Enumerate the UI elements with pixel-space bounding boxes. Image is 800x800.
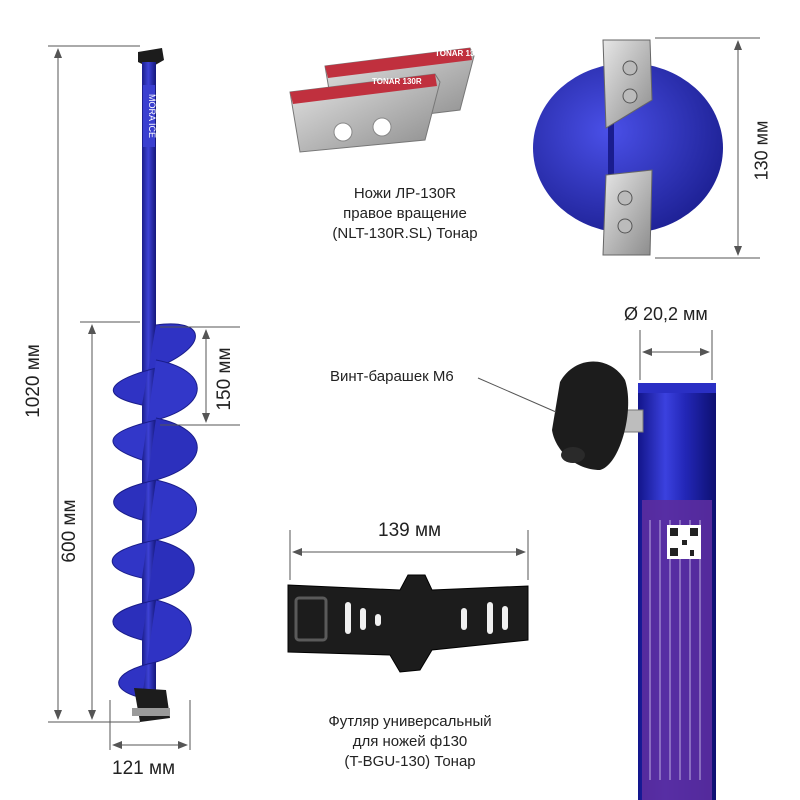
knives-caption-line-3: (NLT-130R.SL) Тонар	[332, 225, 478, 242]
blade-holder	[134, 688, 170, 722]
auger-flights	[111, 323, 198, 699]
tube-dimension-arrows	[642, 348, 710, 356]
case-length-label: 139 мм	[378, 520, 442, 541]
knives-caption-line-1: Ножи ЛР-130R	[353, 185, 457, 202]
case-dimension-lines	[289, 530, 529, 580]
auger-dimension-arrows	[54, 48, 210, 749]
case-caption-line-1: Футляр универсальный	[328, 713, 492, 730]
shaft-logo-text: MORA ICE	[147, 94, 157, 138]
width-label: 121 мм	[112, 758, 176, 779]
working-length-label: 600 мм	[59, 499, 80, 563]
blade-disc	[533, 39, 723, 256]
case-caption: Футляр универсальный для ножей ф130 (T-B…	[305, 712, 515, 772]
shaft-logo-strip	[143, 85, 155, 147]
auger: MORA ICE	[111, 48, 198, 722]
auger-dimension-lines	[48, 45, 240, 750]
total-length-label: 1020 мм	[23, 344, 44, 418]
tube-diameter-label: Ø 20,2 мм	[624, 304, 708, 324]
knives-caption-line-2: правое вращение	[343, 205, 467, 222]
knives-caption: Ножи ЛР-130R правое вращение (NLT-130R.S…	[300, 184, 510, 244]
case-caption-line-3: (T-BGU-130) Тонар	[344, 753, 476, 770]
wing-screw-callout: Винт-барашек М6	[330, 368, 454, 385]
flight-pitch-label: 150 мм	[214, 347, 235, 411]
case-dimension-arrows	[292, 548, 526, 556]
blade-case	[287, 574, 529, 673]
knife-label-front: TONAR 130R	[372, 77, 422, 86]
disc-dimension-arrows	[734, 40, 742, 256]
bottom-blade	[132, 708, 170, 716]
wing-screw	[552, 361, 629, 470]
case-caption-line-2: для ножей ф130	[352, 733, 468, 750]
blade-diameter-label: 130 мм	[751, 120, 772, 181]
knife-label-back: TONAR 130R	[435, 49, 485, 58]
tube-closeup	[552, 361, 716, 800]
disc-dimension-lines	[655, 37, 760, 259]
tube-dimension-lines	[477, 330, 713, 413]
knives: TONAR 130R TONAR 130R	[289, 47, 485, 153]
